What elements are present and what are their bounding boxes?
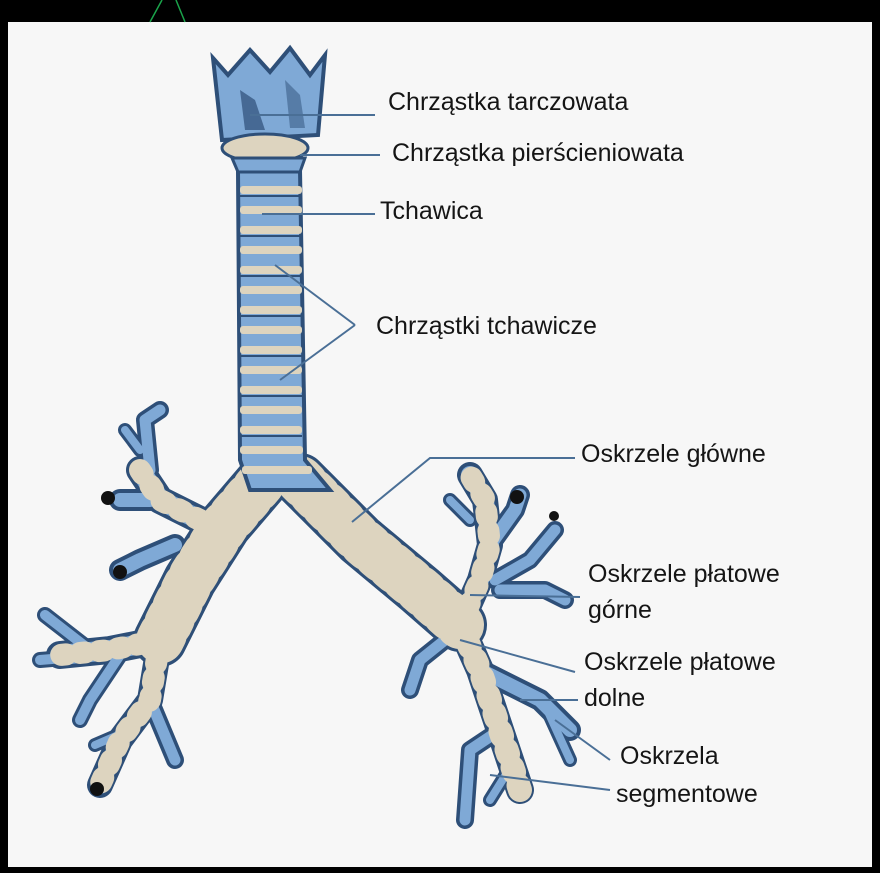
label-cricoid-cartilage: Chrząstka pierścieniowata — [392, 139, 684, 168]
trachea-illustration — [238, 170, 330, 490]
label-segmental-bronchi-line2: segmentowe — [616, 780, 758, 809]
larynx-illustration — [213, 48, 325, 172]
label-upper-lobar-bronchus-line1: Oskrzele płatowe — [588, 560, 780, 589]
label-trachea: Tchawica — [380, 197, 483, 226]
label-tracheal-cartilages: Chrząstki tchawicze — [376, 312, 597, 341]
corner-decoration — [150, 0, 185, 22]
label-main-bronchus: Oskrzele główne — [581, 440, 766, 469]
label-lower-lobar-bronchus-line1: Oskrzele płatowe — [584, 648, 776, 677]
label-lower-lobar-bronchus-line2: dolne — [584, 684, 645, 713]
label-upper-lobar-bronchus-line2: górne — [588, 596, 652, 625]
label-thyroid-cartilage: Chrząstka tarczowata — [388, 88, 628, 117]
label-segmental-bronchi-line1: Oskrzela — [620, 742, 719, 771]
